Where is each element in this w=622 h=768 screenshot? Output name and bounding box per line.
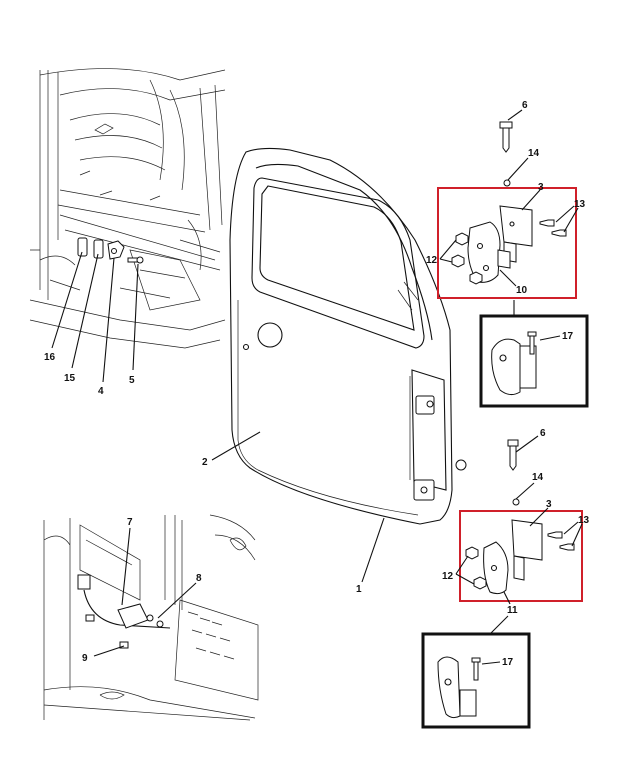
lower-hinge-highlight bbox=[459, 510, 583, 602]
lower-hinge-group: 6 14 12 13 3 11 bbox=[421, 428, 590, 729]
callout-13-upper: 13 bbox=[574, 199, 586, 210]
cab-interior-inset: 16 15 4 5 bbox=[29, 68, 226, 397]
callout-12-lower: 12 bbox=[442, 571, 454, 582]
callout-14-lower: 14 bbox=[532, 472, 544, 483]
upper-hinge-highlight bbox=[437, 187, 577, 299]
callout-3-upper: 3 bbox=[538, 182, 544, 193]
callout-2: 2 bbox=[202, 457, 208, 468]
callout-7: 7 bbox=[127, 517, 133, 528]
callout-14-upper: 14 bbox=[528, 148, 540, 159]
door-assembly: 2 1 bbox=[202, 147, 467, 595]
callout-11: 11 bbox=[507, 605, 518, 616]
door-check-inset: 7 8 9 bbox=[43, 514, 259, 721]
callout-10: 10 bbox=[516, 285, 528, 296]
callout-15: 15 bbox=[64, 373, 76, 384]
callout-4: 4 bbox=[98, 386, 104, 397]
callout-1: 1 bbox=[356, 584, 362, 595]
callout-5: 5 bbox=[129, 375, 135, 386]
callout-9: 9 bbox=[82, 653, 88, 664]
upper-hinge-group: 6 14 12 13 3 10 bbox=[426, 100, 589, 408]
callout-16: 16 bbox=[44, 352, 56, 363]
callout-17-lower: 17 bbox=[502, 657, 514, 668]
callout-13-lower: 13 bbox=[578, 515, 590, 526]
callout-6-lower: 6 bbox=[540, 428, 546, 439]
callout-12-upper: 12 bbox=[426, 255, 438, 266]
callout-6-upper: 6 bbox=[522, 100, 528, 111]
callout-8: 8 bbox=[196, 573, 202, 584]
callout-17-upper: 17 bbox=[562, 331, 574, 342]
callout-3-lower: 3 bbox=[546, 499, 552, 510]
